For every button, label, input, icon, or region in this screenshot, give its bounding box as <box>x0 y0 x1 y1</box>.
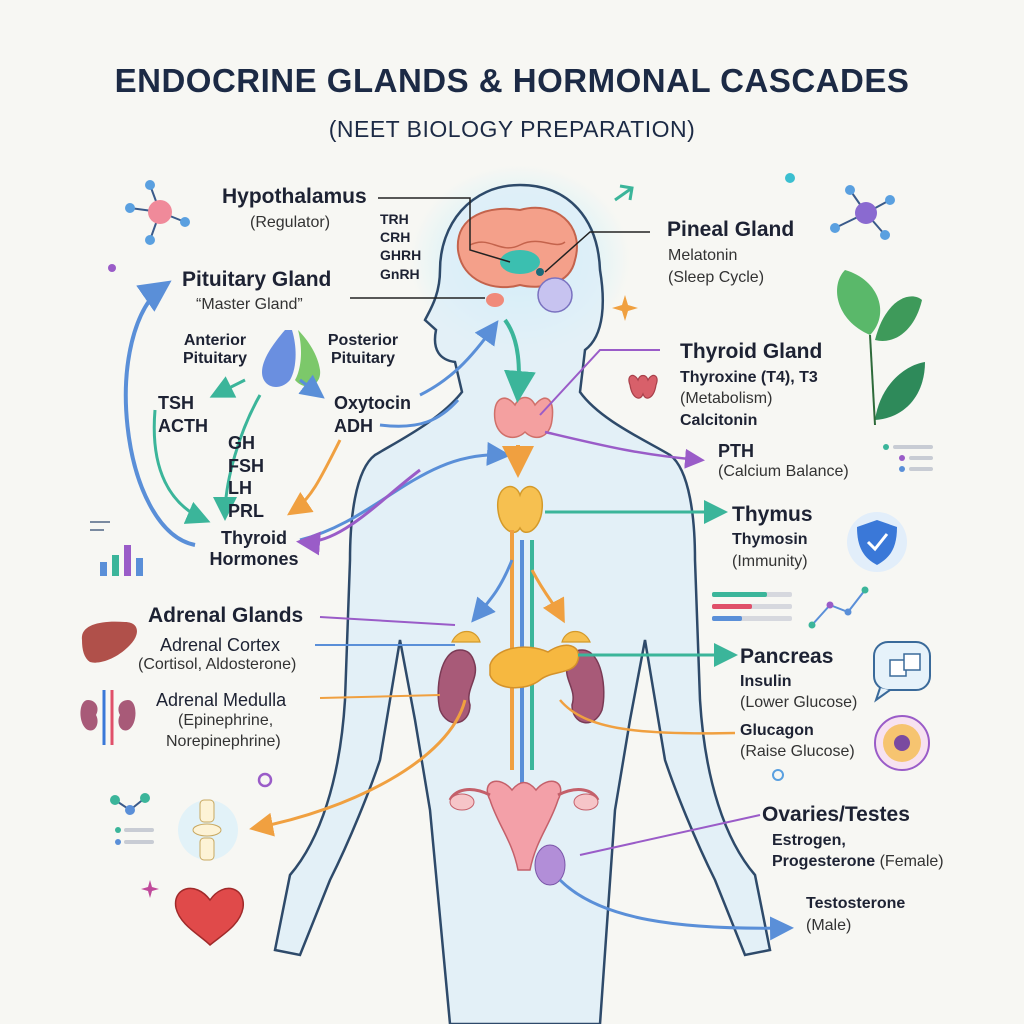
kidney-icon <box>80 690 136 745</box>
adrenal-label: Adrenal Glands <box>148 604 304 627</box>
thymus-hormone: Thymosin <box>732 531 808 548</box>
line-graph-icon <box>808 586 869 629</box>
list-icon <box>883 444 933 472</box>
dot-decor <box>108 264 116 272</box>
insulin-label: Insulin <box>740 673 792 690</box>
molecule-icon <box>830 185 895 240</box>
pituitary-label: Pituitary Gland <box>182 268 332 291</box>
leaf-icon <box>837 270 925 426</box>
left-ovary <box>449 793 475 811</box>
pancreas-shape <box>489 644 580 689</box>
ring-decor <box>772 769 784 781</box>
sparkle-icon <box>612 295 638 321</box>
page-title: ENDOCRINE GLANDS & HORMONAL CASCADES <box>114 62 910 99</box>
molecule-icon <box>125 180 190 245</box>
female-tag: (Female) <box>879 853 944 870</box>
liver-icon <box>81 621 137 663</box>
left-kidney <box>437 649 477 724</box>
ring-decor <box>257 772 273 788</box>
hypothalamus-shape <box>500 250 540 274</box>
adrenal-medulla-hormones-2: Norepinephrine) <box>166 733 281 750</box>
thyroid-hormone: Thyroxine (T4), T3 <box>680 369 818 386</box>
progesterone-label: Progesterone <box>772 853 876 870</box>
sugar-cubes-icon <box>873 641 931 703</box>
glucagon-role: (Raise Glucose) <box>740 743 855 760</box>
pth-role: (Calcium Balance) <box>718 463 849 480</box>
left-adrenal <box>451 630 481 643</box>
pituitary-shape <box>486 293 504 307</box>
right-ovary <box>573 793 599 811</box>
pth-label: PTH <box>718 441 754 461</box>
knee-joint-icon <box>178 799 238 861</box>
thyroid-label: Thyroid Gland <box>680 340 823 363</box>
glucagon-label: Glucagon <box>740 722 814 739</box>
testosterone-label: Testosterone <box>806 895 906 912</box>
calcitonin-label: Calcitonin <box>680 412 758 429</box>
thymus-shape <box>497 485 543 533</box>
male-tag: (Male) <box>806 917 852 934</box>
adrenal-medulla-hormones-1: (Epinephrine, <box>178 712 274 729</box>
hypothalamus-hormones: TRH CRH GHRH GnRH <box>380 211 422 282</box>
arrow-decor <box>614 184 634 202</box>
page-subtitle: (NEET BIOLOGY PREPARATION) <box>328 116 696 142</box>
dot-decor <box>785 173 795 183</box>
brain <box>456 206 578 289</box>
anterior-pituitary-shape <box>262 330 296 387</box>
uterus-shape <box>486 780 562 871</box>
pituitary-role: “Master Gland” <box>196 296 303 313</box>
adrenal-cortex-label: Adrenal Cortex <box>160 635 281 655</box>
cell-icon <box>874 715 930 771</box>
estrogen-label: Estrogen, <box>772 832 846 849</box>
heart-icon <box>174 887 244 947</box>
sparkle-icon <box>141 880 159 898</box>
pancreas-label: Pancreas <box>740 645 834 668</box>
cerebellum <box>537 277 573 313</box>
hypothalamus-label: Hypothalamus <box>222 185 367 208</box>
thyroid-role: (Metabolism) <box>680 390 773 407</box>
pineal-hormone: Melatonin <box>668 247 738 264</box>
bar-chart-icon <box>90 521 143 576</box>
right-adrenal <box>561 630 591 643</box>
pineal-dot <box>536 268 544 276</box>
insulin-role: (Lower Glucose) <box>740 694 858 711</box>
hypothalamus-role: (Regulator) <box>250 214 331 231</box>
anterior-hormones-list-a: TSH ACTH <box>158 393 208 437</box>
anterior-hormones-list-b: GH FSH LH PRL <box>228 433 264 521</box>
adrenal-cortex-hormones: (Cortisol, Aldosterone) <box>138 656 297 673</box>
pineal-label: Pineal Gland <box>667 218 795 241</box>
gonads-label: Ovaries/Testes <box>762 803 910 826</box>
anterior-pituitary-label: Anterior Pituitary <box>182 332 247 368</box>
pineal-role: (Sleep Cycle) <box>668 269 765 286</box>
adrenal-medulla-label: Adrenal Medulla <box>156 690 287 710</box>
progress-bars-icon <box>712 592 792 621</box>
shield-icon <box>847 512 907 572</box>
thymus-role: (Immunity) <box>732 553 808 570</box>
thyroid-small-icon <box>628 374 658 399</box>
posterior-pituitary-label: Posterior Pituitary <box>327 332 399 368</box>
molecule-small-icon <box>110 793 154 845</box>
posterior-pituitary-shape <box>295 330 321 387</box>
thymus-label: Thymus <box>732 503 813 526</box>
testis-shape <box>534 844 566 886</box>
posterior-hormones-list: Oxytocin ADH <box>334 393 412 437</box>
thyroid-shape <box>493 396 554 439</box>
progesterone-line: Progesterone (Female) <box>772 853 944 871</box>
thyroid-hormones-target: Thyroid Hormones <box>209 528 299 569</box>
